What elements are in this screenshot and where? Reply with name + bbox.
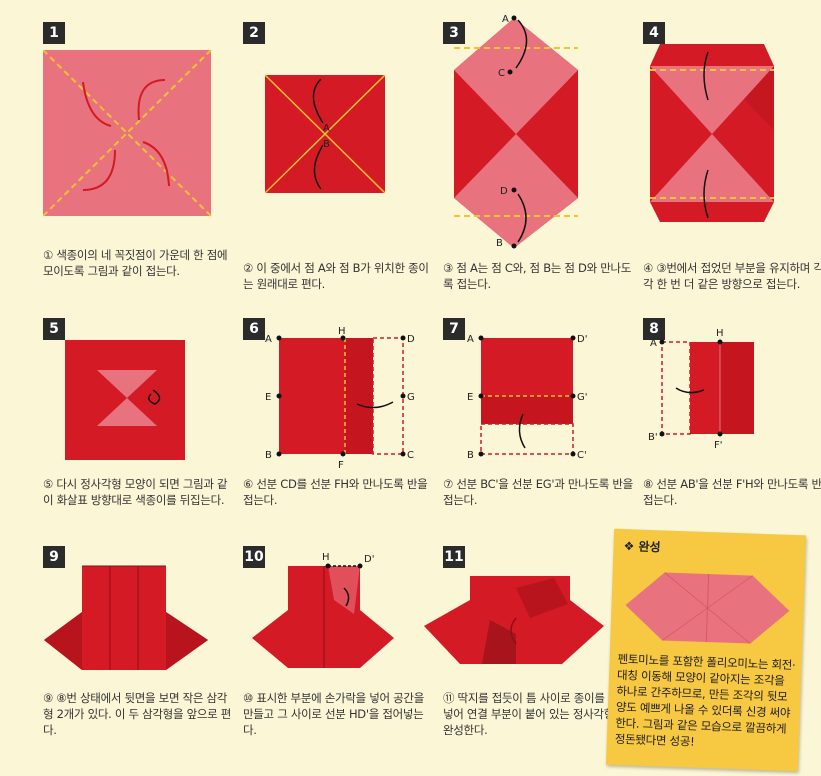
step-1-figure [43,50,213,218]
point-b [479,452,484,457]
point-label-g: G [407,392,415,403]
step-10-figure: H D' [248,550,398,682]
point-label-h: H [338,326,346,337]
right-triangle [166,612,208,670]
step-6-figure: A E B H F D G C [265,326,425,474]
point-label-c: C' [577,450,587,461]
paper-right [720,342,754,434]
point-b [660,432,665,437]
step-10-caption: ⑩ 표시한 부분에 손가락을 넣어 공간을 만들고 그 사이로 선분 HD'을 … [243,690,433,738]
step-7-caption: ⑦ 선분 BC'을 선분 EG'과 만나도록 반을 접는다. [443,476,633,508]
step-2-figure: A B [265,75,387,197]
point-e [479,394,484,399]
point-label-c: C [498,68,505,79]
point-label-g: G' [577,392,588,403]
step-5-caption: ⑤ 다시 정사각형 모양이 되면 그림과 같이 화살표 방향대로 색종이를 뒤집… [43,476,233,508]
point-label-e: E [265,392,271,403]
paper-flap [481,396,573,424]
point-label-d: D' [364,554,374,565]
point-d [512,188,517,193]
step-1-caption: ① 색종이의 네 꼭짓점이 가운데 한 점에 모이도록 그림과 같이 접는다. [43,247,233,279]
paper-flap [345,338,373,454]
step-number: 5 [43,318,65,340]
point-d [358,564,363,569]
completed-description: 펜토미노를 포함한 폴리오미노는 회전·대칭 이동해 모양이 같아지는 조각을 … [615,651,796,753]
point-label-b: B' [648,432,658,443]
point-a [660,340,665,345]
completed-figure [620,565,795,651]
unfolded-outline [373,338,403,454]
point-a [512,16,517,21]
point-label-a: A [650,338,657,349]
point-c [571,452,576,457]
point-label-e: E [467,392,473,403]
paper-left [279,338,345,454]
point-d [401,336,406,341]
point-c [401,452,406,457]
point-label-a: A [467,334,474,345]
completed-card: ❖ 완성 펜토미노를 포함한 폴리오미노는 회전·대칭 이동해 모양이 같아지는… [606,529,806,772]
folded-shape [252,566,394,668]
point-f [718,432,723,437]
point-a [479,336,484,341]
step-number: 1 [43,22,65,44]
point-g [571,394,576,399]
step-number: 7 [443,318,465,340]
step-11-caption: ⑪ 딱지를 접듯이 틈 사이로 종이를 끼워 넣어 연결 부분이 붙어 있는 정… [443,690,633,738]
pink-flap [454,18,578,70]
step-number: 6 [243,318,265,340]
point-f [341,452,346,457]
point-label-b: B [323,139,330,150]
step-4-figure [650,44,776,224]
point-label-a: A [265,334,272,345]
point-a [277,336,282,341]
step-4-caption: ④ ③번에서 접었던 부분을 유지하며 각각 한 번 더 같은 방향으로 접는다… [643,260,821,292]
step-7-figure: A D' E G' B C' [463,326,603,466]
point-label-d: D' [577,334,587,345]
pink-flap [454,198,578,248]
step-11-figure [420,564,608,680]
point-label-f: F [338,460,344,471]
point-c [508,70,513,75]
step-3-figure: A C D B [446,10,590,250]
step-number: 2 [243,22,265,44]
point-label-d: D [407,334,415,345]
point-g [401,394,406,399]
point-label-h: H [322,552,330,563]
completed-title: ❖ 완성 [623,537,661,555]
step-9-caption: ⑨ ⑧번 상태에서 뒷면을 보면 작은 삼각형 2개가 있다. 이 두 삼각형을… [43,690,233,738]
paper-top [481,338,573,396]
step-5-figure [65,340,187,462]
step-8-figure: A B' H F' [648,326,758,456]
point-d [571,336,576,341]
point-label-h: H [716,328,724,339]
step-6-caption: ⑥ 선분 CD를 선분 FH와 만나도록 반을 접는다. [243,476,433,508]
step-3-caption: ③ 점 A는 점 C와, 점 B는 점 D와 만나도록 접는다. [443,260,633,292]
point-label-c: C [407,450,414,461]
point-b [277,452,282,457]
point-label-b: B [265,450,272,461]
point-b [512,244,517,249]
point-label-d: D [500,186,508,197]
step-number: 4 [643,22,665,44]
step-9-figure [40,560,210,680]
step-2-caption: ② 이 중에서 점 A와 점 B가 위치한 종이는 원래대로 편다. [243,260,433,292]
step-8-caption: ⑧ 선분 AB'을 선분 F'H와 만나도록 반을 접는다. [643,476,821,508]
paper-left [690,342,720,434]
point-h [718,340,723,345]
unfolded-outline [481,424,573,454]
point-h [326,564,331,569]
point-label-b: B [496,238,503,249]
point-e [277,394,282,399]
point-label-a: A [502,14,509,25]
point-label-f: F' [714,440,723,451]
point-label-a: A [323,123,330,134]
left-triangle [44,612,82,670]
point-label-b: B [467,450,474,461]
